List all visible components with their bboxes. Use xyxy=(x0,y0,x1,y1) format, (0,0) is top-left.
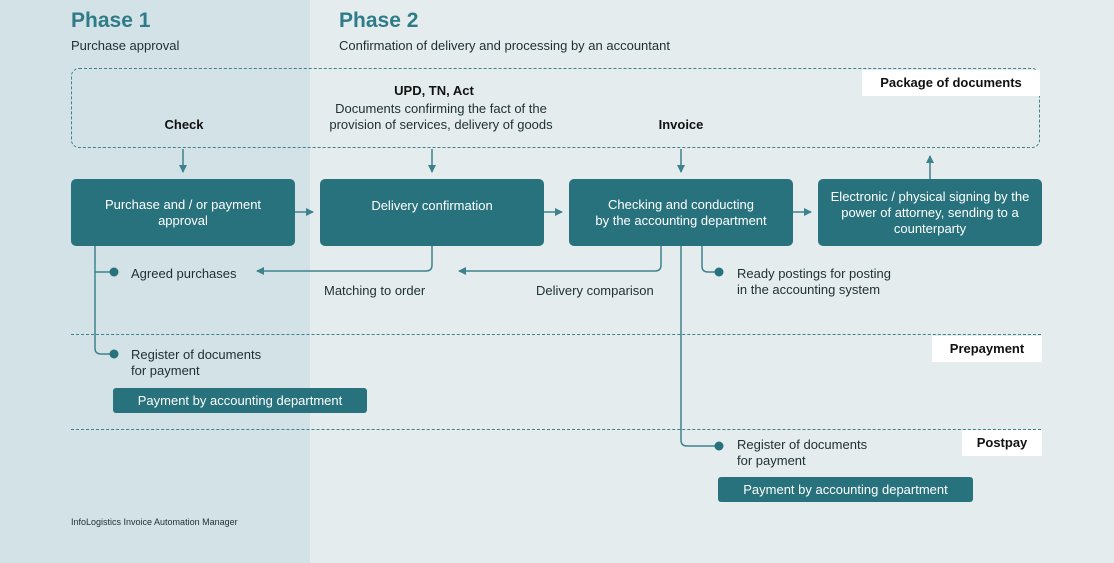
step-label: Delivery confirmation xyxy=(371,198,493,213)
phase2-subtitle: Confirmation of delivery and processing … xyxy=(339,38,670,53)
postpay-divider xyxy=(71,429,1041,430)
agreed-bullet xyxy=(109,267,119,277)
step-purchase-approval: Purchase and / or payment approval xyxy=(71,179,295,246)
package-of-documents-box xyxy=(71,68,1040,148)
prepayment-divider xyxy=(71,334,1041,335)
matching-to-order-label: Matching to order xyxy=(324,283,426,298)
ready-postings-label: Ready postings for posting in the accoun… xyxy=(737,266,891,297)
prepayment-register-label: Register of documents for payment xyxy=(131,347,262,378)
step-accounting-check: Checking and conducting by the accountin… xyxy=(569,179,793,246)
phase1-subtitle: Purchase approval xyxy=(71,38,180,53)
step-delivery-confirmation: Delivery confirmation xyxy=(320,179,544,246)
prepayment-register-bullet xyxy=(109,349,119,359)
invoice-label: Invoice xyxy=(658,117,704,132)
postpay-payment-button[interactable]: Payment by accounting department xyxy=(718,477,973,502)
check-label: Check xyxy=(164,117,204,132)
step-label: Purchase and / or payment approval xyxy=(104,196,262,228)
footer-brand: InfoLogistics Invoice Automation Manager xyxy=(71,517,238,527)
prepayment-payment-button[interactable]: Payment by accounting department xyxy=(113,388,367,413)
docs-description: Documents confirming the fact of the pro… xyxy=(329,101,553,132)
prepayment-branch-line xyxy=(94,246,114,355)
step-signing-sending: Electronic / physical signing by the pow… xyxy=(818,179,1042,246)
postpay-branch-line xyxy=(680,246,718,447)
prepayment-tag: Prepayment xyxy=(932,336,1042,362)
docs-title: UPD, TN, Act xyxy=(394,83,474,98)
ready-postings-bullet xyxy=(714,267,724,277)
phase1-background xyxy=(0,0,310,563)
matching-arrow xyxy=(256,246,433,275)
ready-postings-branch-line xyxy=(701,246,718,273)
step-label: Checking and conducting by the accountin… xyxy=(595,196,767,228)
package-tag: Package of documents xyxy=(862,70,1040,96)
agreed-purchases-label: Agreed purchases xyxy=(131,266,237,281)
postpay-register-bullet xyxy=(714,441,724,451)
step-label: Electronic / physical signing by the pow… xyxy=(830,188,1030,236)
phase1-title: Phase 1 xyxy=(71,9,151,32)
postpay-register-label: Register of documents for payment xyxy=(737,437,868,468)
phase2-title: Phase 2 xyxy=(339,9,419,32)
delivery-comparison-label: Delivery comparison xyxy=(536,283,654,298)
postpay-tag: Postpay xyxy=(962,430,1042,456)
comparison-arrow xyxy=(458,246,662,275)
